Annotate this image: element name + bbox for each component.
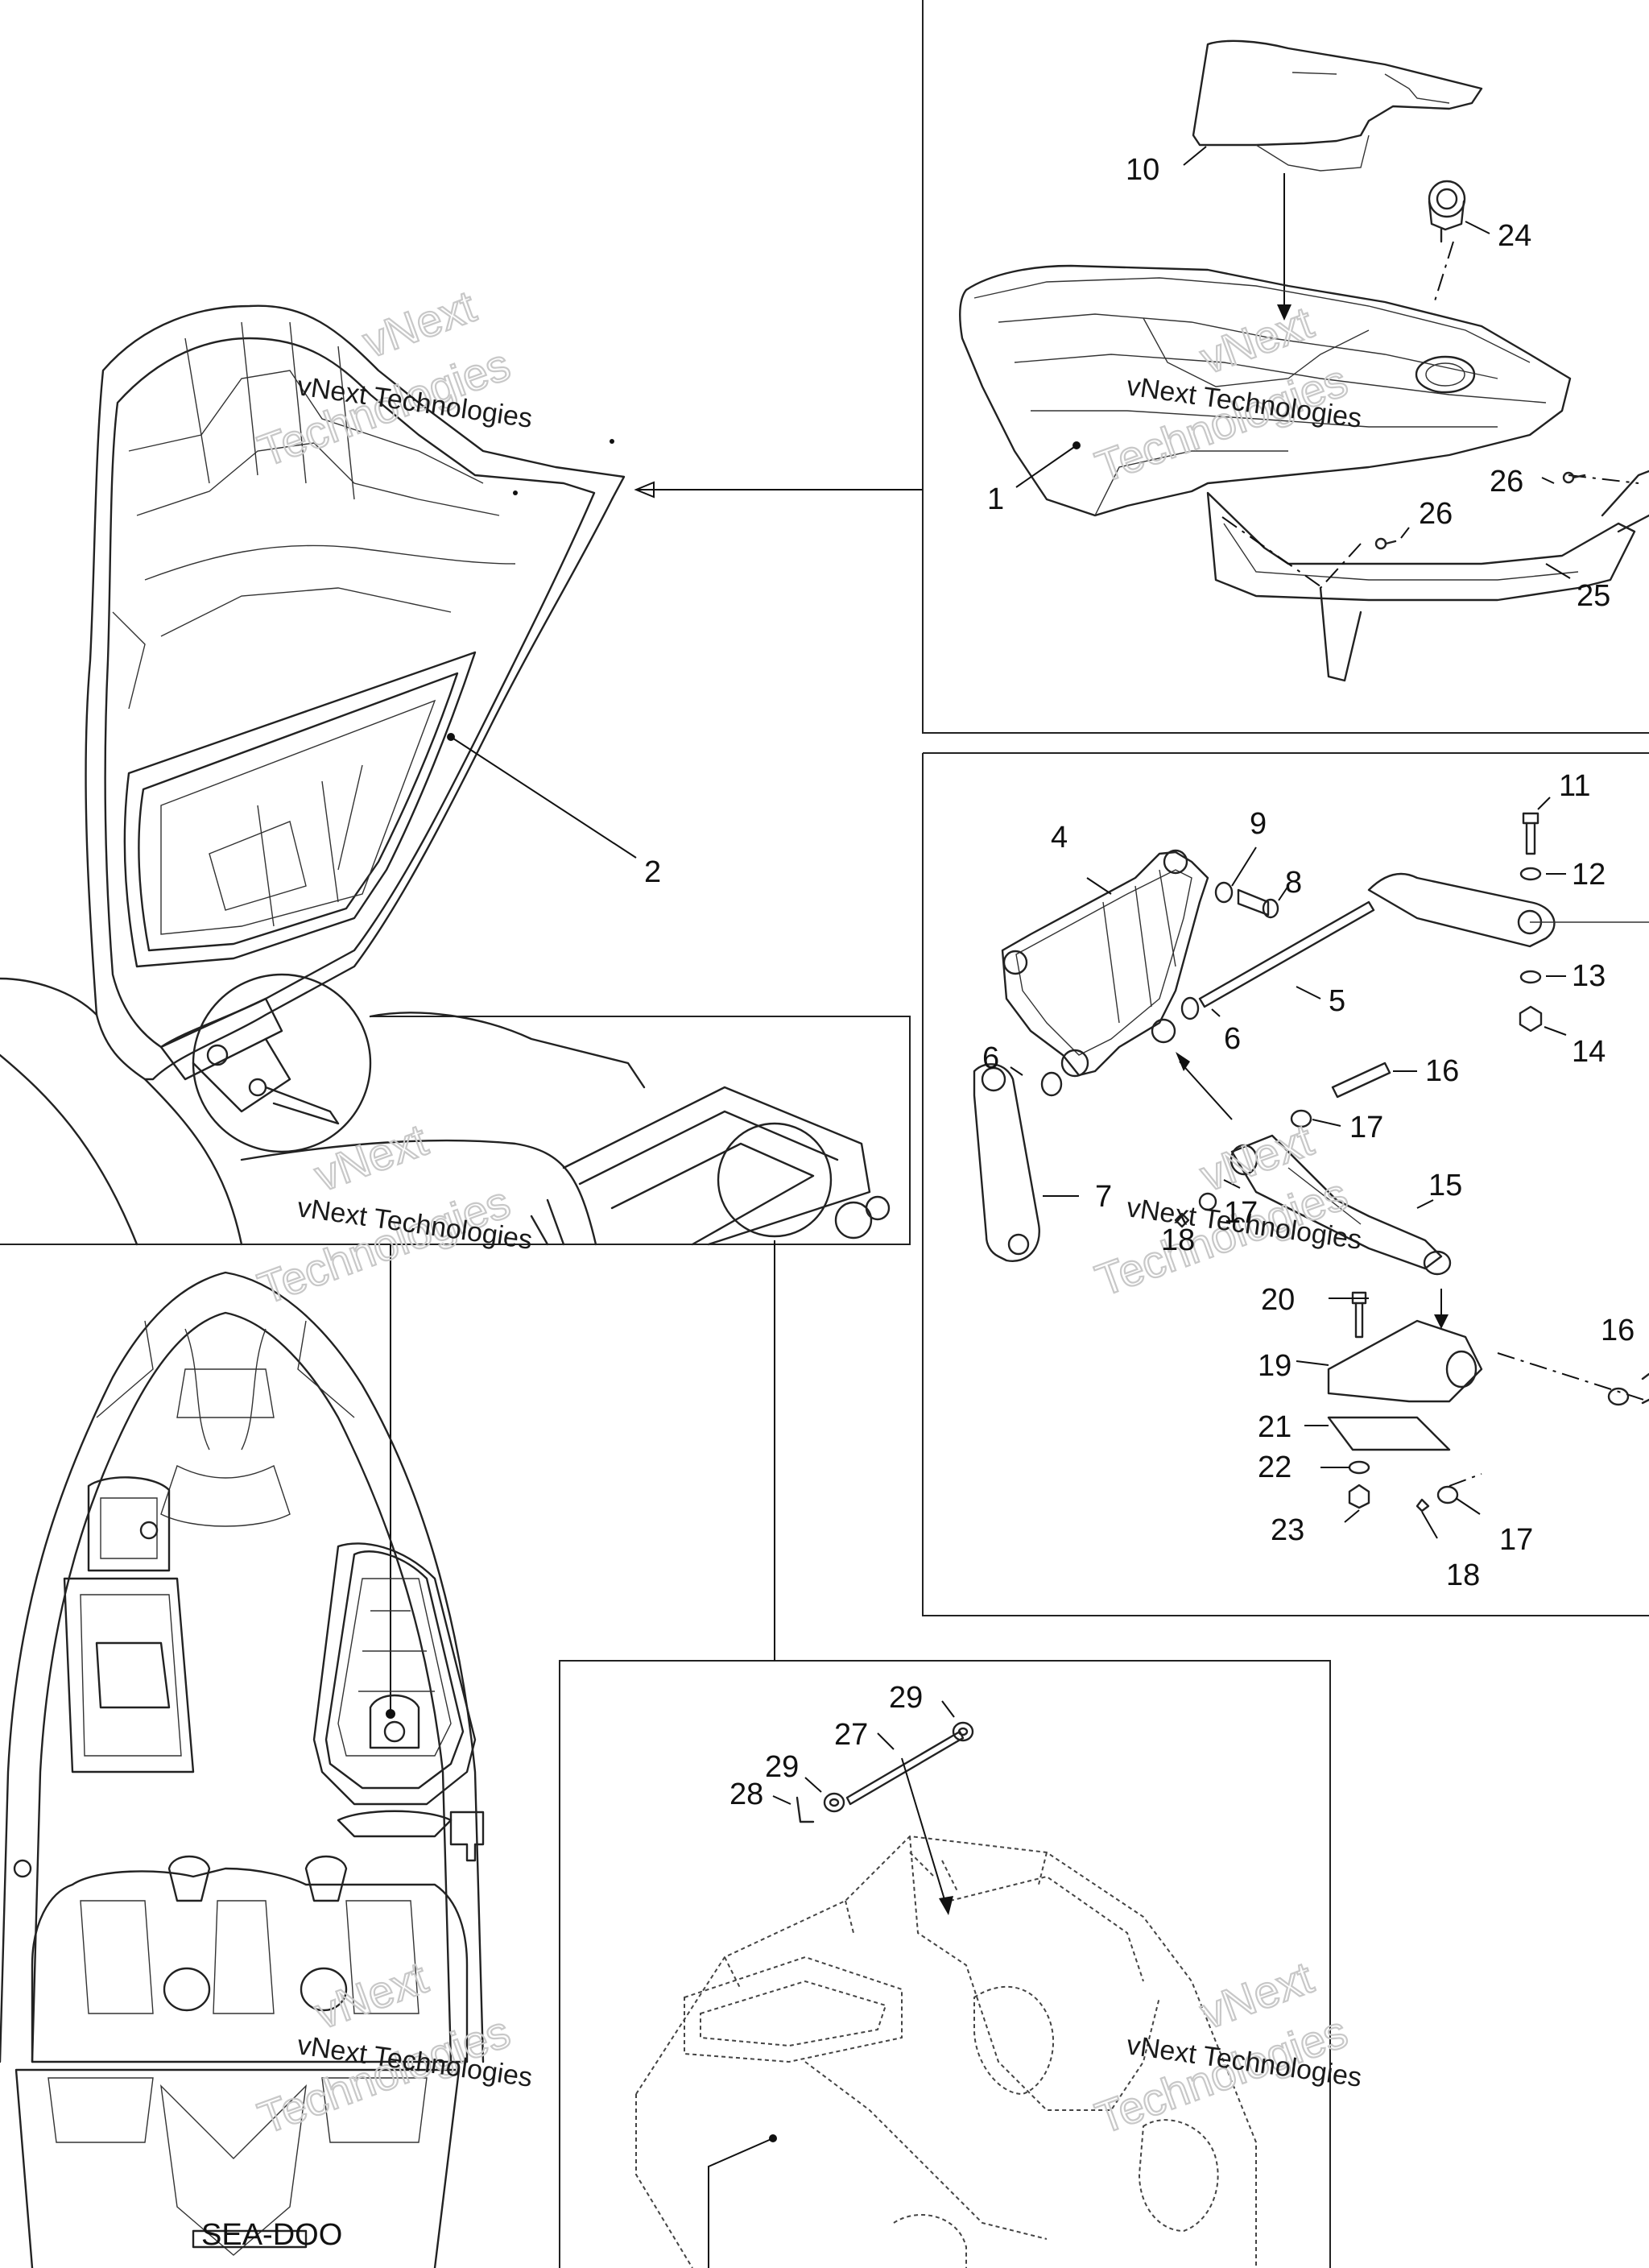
callout-15: 15	[1428, 1169, 1462, 1202]
callout-12: 12	[1572, 858, 1606, 892]
brand-mark-text: SEA-DOO	[201, 2218, 342, 2252]
callout-11: 11	[1559, 769, 1590, 803]
callout-18: 18	[1161, 1223, 1195, 1257]
callout-20: 20	[1261, 1283, 1295, 1317]
glovebox-view	[635, 1700, 1257, 2268]
watermark-big-top: vNext	[308, 1951, 434, 2038]
callout-7: 7	[1095, 1180, 1112, 1214]
callout-17: 17	[1224, 1196, 1258, 1230]
callout-28: 28	[729, 1778, 763, 1811]
callout-10: 10	[1126, 153, 1159, 187]
watermark-big-top: vNext	[308, 1114, 434, 1201]
callout-27: 27	[834, 1718, 868, 1752]
callout-9: 9	[1250, 807, 1267, 841]
callout-16: 16	[1601, 1314, 1635, 1347]
callout-26: 26	[1490, 465, 1523, 499]
callout-17: 17	[1499, 1523, 1533, 1557]
callout-18: 18	[1446, 1558, 1480, 1592]
hood-assembly-view	[0, 304, 891, 1246]
callout-13: 13	[1572, 959, 1606, 993]
callout-1: 1	[987, 482, 1004, 516]
callout-26: 26	[1419, 497, 1453, 531]
storage-cover-view	[959, 39, 1649, 682]
callout-21: 21	[1258, 1410, 1292, 1444]
callout-5: 5	[1329, 984, 1345, 1018]
callout-16: 16	[1425, 1054, 1459, 1088]
callout-24: 24	[1498, 219, 1531, 253]
callout-8: 8	[1285, 866, 1302, 900]
callout-14: 14	[1572, 1035, 1606, 1069]
callout-6: 6	[1224, 1022, 1241, 1056]
callout-25: 25	[1577, 579, 1610, 613]
hinge-mechanism-view	[973, 797, 1649, 1539]
callout-17: 17	[1349, 1111, 1383, 1144]
callout-22: 22	[1258, 1451, 1292, 1484]
callout-23: 23	[1271, 1513, 1304, 1547]
callout-6: 6	[982, 1041, 999, 1075]
callout-4: 4	[1051, 821, 1068, 855]
callout-2: 2	[644, 855, 661, 889]
callout-19: 19	[1258, 1349, 1292, 1383]
watercraft-top-view: SEA-DOO	[0, 1271, 485, 2268]
callout-29: 29	[889, 1681, 923, 1715]
callout-29: 29	[765, 1750, 799, 1784]
callout-labels: 10 24 1 26 26 25 2 4 9 8 11 12 5 13 14 6…	[644, 153, 1635, 1811]
